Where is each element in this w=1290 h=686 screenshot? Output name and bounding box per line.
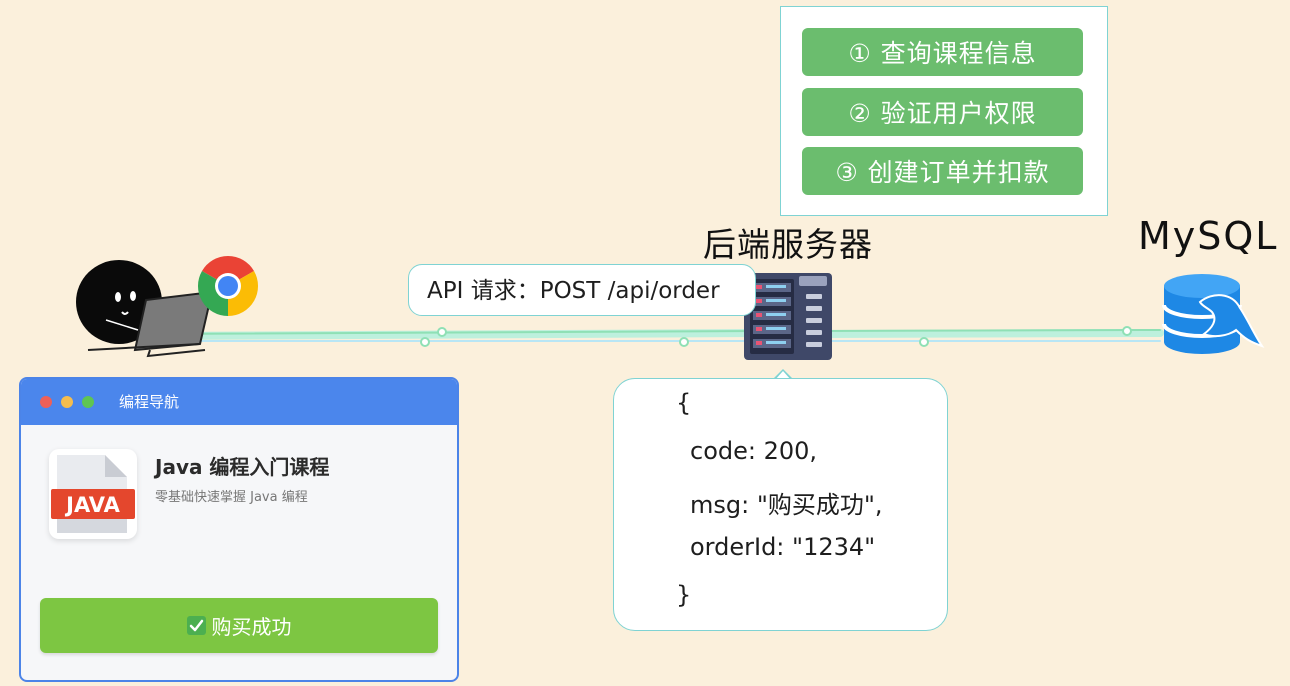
database-title: MySQL	[1138, 214, 1279, 258]
window-title-bar: 编程导航	[21, 379, 457, 425]
api-request-label: API 请求：POST /api/order	[408, 264, 756, 316]
maximize-window-button[interactable]	[82, 396, 94, 408]
step-query-course: ① 查询课程信息	[802, 28, 1083, 76]
client-server-link	[146, 329, 764, 340]
close-window-button[interactable]	[40, 396, 52, 408]
browser-window: 编程导航 JAVA Java 编程入门课程 零基础快速掌握 Java 编程 购买…	[19, 377, 459, 682]
processing-steps-panel: ① 查询课程信息 ② 验证用户权限 ③ 创建订单并扣款	[780, 6, 1108, 216]
java-icon-label: JAVA	[64, 493, 120, 517]
window-title: 编程导航	[119, 393, 180, 411]
user-with-laptop-icon	[76, 260, 214, 358]
server-title: 后端服务器	[703, 225, 873, 264]
step-create-order: ③ 创建订单并扣款	[802, 147, 1083, 195]
purchase-button-label: 购买成功	[211, 615, 292, 639]
response-line: }	[676, 581, 692, 609]
response-line: orderId: "1234"	[690, 533, 876, 561]
response-line: code: 200,	[690, 437, 818, 465]
api-response-bubble: { code: 200, msg: "购买成功", orderId: "1234…	[613, 378, 948, 631]
chrome-icon	[197, 255, 259, 316]
response-line: msg: "购买成功",	[690, 491, 883, 519]
minimize-window-button[interactable]	[61, 396, 73, 408]
course-title: Java 编程入门课程	[155, 455, 330, 479]
response-line: {	[676, 389, 692, 417]
mysql-database-icon	[1162, 274, 1265, 354]
step-verify-permission: ② 验证用户权限	[802, 88, 1083, 136]
purchase-success-button[interactable]: 购买成功	[40, 598, 438, 653]
response-bubble-pointer	[773, 369, 793, 380]
course-subtitle: 零基础快速掌握 Java 编程	[155, 490, 308, 505]
server-db-link	[816, 329, 1164, 338]
java-file-icon: JAVA	[49, 449, 137, 539]
check-mark-icon	[186, 616, 206, 635]
server-rack-icon	[744, 273, 832, 360]
